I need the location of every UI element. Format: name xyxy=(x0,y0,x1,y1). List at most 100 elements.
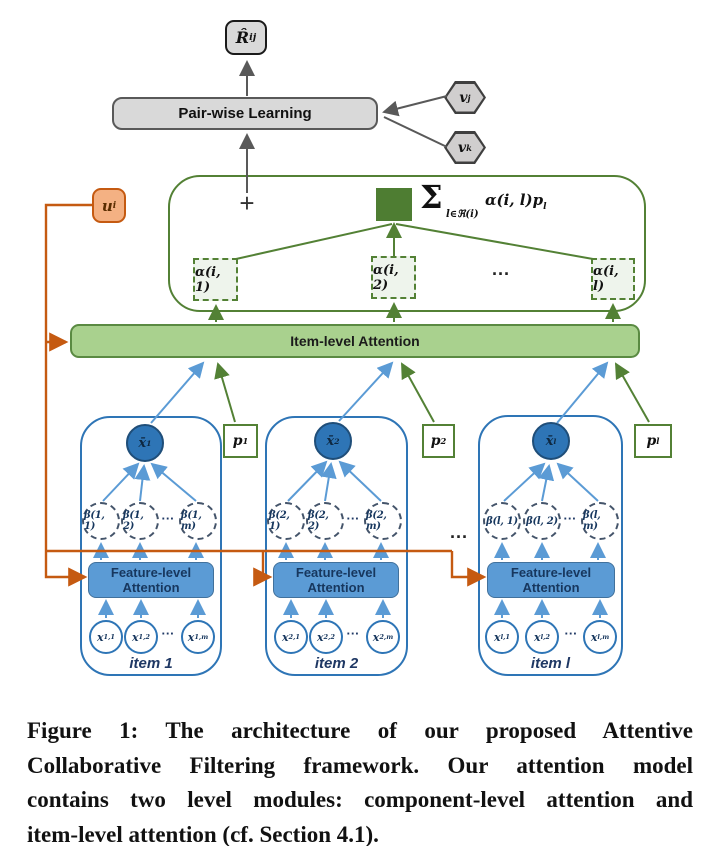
beta-circle-1-1: β(1, 1) xyxy=(82,502,120,540)
xbar1-sub: 1 xyxy=(146,438,152,448)
beta-circle-2-m: β(2, m) xyxy=(364,502,402,540)
feature-label-line1: Feature-level xyxy=(295,565,377,580)
item-module-l xyxy=(478,415,623,676)
item-label-l: item l xyxy=(530,655,571,672)
vk-base: v xyxy=(458,139,467,156)
item-level-attention-label: Item-level Attention xyxy=(290,333,420,349)
x12-sub: 1,2 xyxy=(138,633,151,641)
beta-circle-l-m: β(l, m) xyxy=(581,502,619,540)
user-node-sub: i xyxy=(112,200,117,211)
sum-expression-base: α(i, l)p xyxy=(485,191,544,209)
x11-sub: 1,1 xyxy=(103,633,116,641)
weighted-sum-square xyxy=(376,188,412,221)
x11-base: x xyxy=(96,630,104,644)
input-ellipsis-2: ··· xyxy=(346,626,360,641)
beta-ellipsis-2: ··· xyxy=(346,511,360,526)
rhat-subscript: ij xyxy=(249,32,257,43)
item-level-attention-bar: Item-level Attention xyxy=(70,324,640,358)
x22-sub: 2,2 xyxy=(323,633,336,641)
xbar-node-l: x̄l xyxy=(532,422,570,460)
xl1-base: x xyxy=(494,630,501,644)
xbar2-sub: 2 xyxy=(334,436,340,446)
p2-base: p xyxy=(430,433,441,449)
aggregation-container xyxy=(168,175,646,312)
xlm-sub: l,m xyxy=(597,633,610,641)
beta-circle-2-2: β(2, 2) xyxy=(306,502,344,540)
alpha-box-2: α(i, 2) xyxy=(371,256,416,299)
vj-sub: j xyxy=(467,92,471,103)
xlm-base: x xyxy=(590,630,598,644)
caption-line: Collaborative Filtering framework. Our a… xyxy=(27,752,693,778)
sum-expression-sub: l xyxy=(543,202,547,212)
beta-ellipsis-1: ··· xyxy=(161,511,175,526)
beta-circle-2-1: β(2, 1) xyxy=(267,502,305,540)
feature-level-attention-box-l: Feature-level Attention xyxy=(487,562,615,598)
caption-line: contains two level modules: component-le… xyxy=(27,787,693,812)
x1m-sub: 1,m xyxy=(194,633,209,641)
feature-level-attention-box-1: Feature-level Attention xyxy=(88,562,214,598)
xbar1-base: x̄ xyxy=(138,435,147,451)
x2m-base: x xyxy=(372,630,380,644)
item-label-1: item 1 xyxy=(129,655,173,672)
plus-sign: + xyxy=(239,188,255,218)
figure-caption: Figure 1: The architecture of our propos… xyxy=(27,714,693,846)
rhat-node: R̂ij xyxy=(225,20,267,55)
module-ellipsis: ··· xyxy=(450,527,468,547)
alpha-ellipsis: ··· xyxy=(492,264,510,284)
beta-circle-l-2: β(l, 2) xyxy=(523,502,561,540)
item-module-2 xyxy=(265,416,408,676)
xbarl-sub: l xyxy=(553,436,557,446)
feature-label-line2: Attention xyxy=(522,580,580,595)
xl2-base: x xyxy=(534,630,541,644)
vk-sub: k xyxy=(466,142,472,153)
x21-sub: 2,1 xyxy=(288,633,301,641)
xbar-node-1: x̄1 xyxy=(126,424,164,462)
sum-expression: α(i, l)pl xyxy=(485,191,547,212)
pl-base: p xyxy=(646,433,657,449)
xl2-sub: l,2 xyxy=(540,633,550,641)
rhat-symbol: R̂ xyxy=(235,28,250,47)
feature-label-line1: Feature-level xyxy=(110,565,192,580)
p1-base: p xyxy=(232,433,243,449)
x22-base: x xyxy=(316,630,324,644)
pairwise-learning-label: Pair-wise Learning xyxy=(178,105,312,122)
alpha-box-l: α(i, l) xyxy=(591,258,635,300)
xbar-node-2: x̄2 xyxy=(314,422,352,460)
p1-sub: 1 xyxy=(242,436,249,446)
x2m-sub: 2,m xyxy=(379,633,394,641)
x1m-base: x xyxy=(187,630,195,644)
p2-sub: 2 xyxy=(440,436,447,446)
vj-base: v xyxy=(459,89,468,106)
beta-circle-1-2: β(1, 2) xyxy=(121,502,159,540)
beta-ellipsis-l: ··· xyxy=(563,511,577,526)
pairwise-learning-box: Pair-wise Learning xyxy=(112,97,378,130)
item-label-2: item 2 xyxy=(314,655,359,672)
x21-base: x xyxy=(281,630,289,644)
alpha-box-1: α(i, 1) xyxy=(193,258,238,301)
feature-level-attention-box-2: Feature-level Attention xyxy=(273,562,399,598)
xl1-sub: l,1 xyxy=(500,633,510,641)
pl-sub: l xyxy=(656,436,660,446)
beta-circle-1-m: β(1, m) xyxy=(179,502,217,540)
caption-line: Figure 1: The architecture of our propos… xyxy=(27,718,693,743)
feature-label-line1: Feature-level xyxy=(510,565,592,580)
user-node-base: u xyxy=(101,196,113,215)
